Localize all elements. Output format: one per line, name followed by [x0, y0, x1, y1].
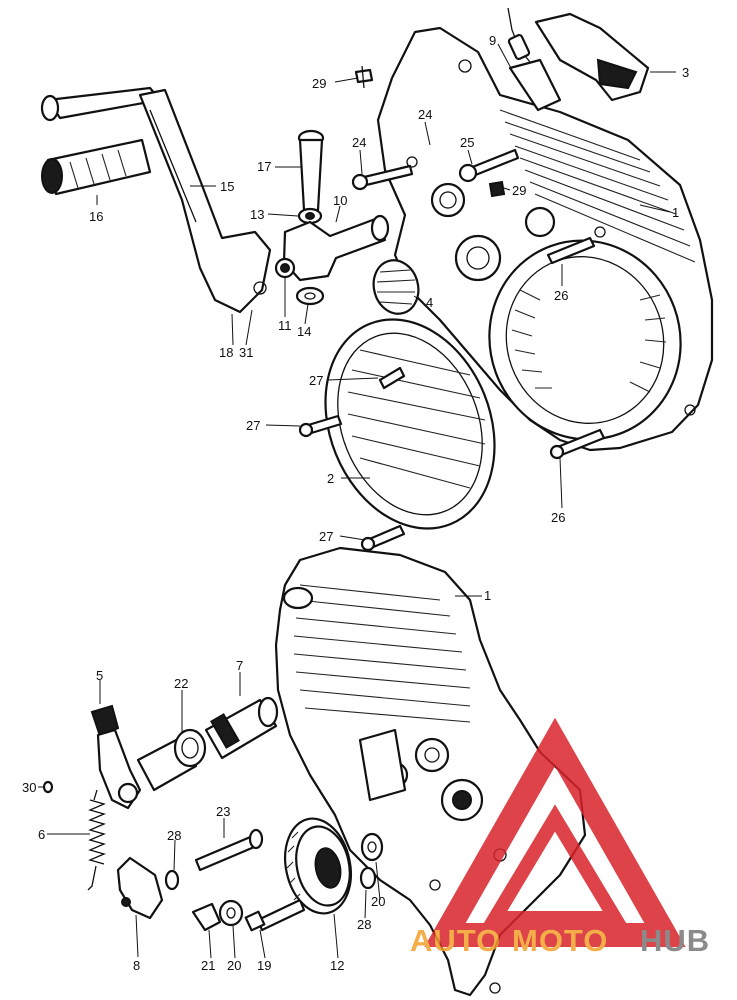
washer-28-left — [164, 869, 180, 891]
callout-3: 3 — [682, 65, 689, 80]
callout-26-top: 26 — [554, 288, 568, 303]
callout-13: 13 — [250, 207, 264, 222]
callout-10: 10 — [333, 193, 347, 208]
callout-14: 14 — [297, 324, 311, 339]
pivot-arm-10 — [282, 214, 390, 282]
stud-26-top — [546, 236, 596, 265]
bolt-24 — [351, 164, 414, 191]
callout-5: 5 — [96, 668, 103, 683]
callout-18: 18 — [219, 345, 233, 360]
watermark-hub: HUB — [640, 923, 710, 958]
callout-27-c: 27 — [319, 529, 333, 544]
callout-8: 8 — [133, 958, 140, 973]
screw-27-b — [298, 414, 343, 438]
screw-29-top — [354, 65, 374, 89]
kickstart-lever-15 — [40, 86, 272, 314]
callout-21: 21 — [201, 958, 215, 973]
callout-27-b: 27 — [246, 418, 260, 433]
callout-1-bottom: 1 — [484, 588, 491, 603]
cover-plate-3 — [534, 12, 650, 102]
callout-17: 17 — [257, 159, 271, 174]
callout-15: 15 — [220, 179, 234, 194]
filter-4 — [372, 259, 420, 315]
callout-28-left: 28 — [167, 828, 181, 843]
callout-12: 12 — [330, 958, 344, 973]
callout-31: 31 — [239, 345, 253, 360]
washer-20-right — [360, 832, 384, 862]
callout-23: 23 — [216, 804, 230, 819]
stopper-plate-8 — [116, 856, 164, 920]
crankcase-cover-left — [376, 26, 714, 452]
callout-26-bottom: 26 — [551, 510, 565, 525]
watermark-auto: AUTO — [410, 923, 501, 958]
callout-20-left: 20 — [227, 958, 241, 973]
nut-13 — [297, 207, 323, 225]
callout-29-mid: 29 — [512, 183, 526, 198]
callout-25: 25 — [460, 135, 474, 150]
washer-14 — [295, 286, 325, 306]
callout-27-a: 27 — [309, 373, 323, 388]
pin-30 — [42, 780, 54, 794]
callout-30: 30 — [22, 780, 36, 795]
spring-6 — [87, 789, 106, 891]
screw-29-mid — [488, 180, 506, 198]
pin-17 — [297, 129, 325, 212]
clip-21 — [191, 902, 222, 932]
washer-20-left — [218, 899, 244, 927]
screw-27-a — [378, 366, 406, 390]
callout-24-b: 24 — [352, 135, 366, 150]
outer-cover-2 — [324, 318, 496, 530]
callout-24-a: 24 — [418, 107, 432, 122]
callout-9: 9 — [489, 33, 496, 48]
automotohub-watermark: AUTO MOTO HUB — [410, 717, 710, 958]
callout-19: 19 — [257, 958, 271, 973]
callout-22: 22 — [174, 676, 188, 691]
shaft-7 — [204, 696, 279, 760]
washer-11 — [274, 257, 296, 279]
callout-16: 16 — [89, 209, 103, 224]
callout-4: 4 — [426, 295, 433, 310]
bolt-23 — [194, 828, 264, 872]
cable-adjuster-9 — [507, 7, 562, 112]
washer-28-right — [359, 866, 377, 890]
callout-28-right: 28 — [357, 917, 371, 932]
callout-11: 11 — [278, 318, 292, 333]
stud-26-bottom — [549, 428, 606, 460]
callout-6: 6 — [38, 827, 45, 842]
callout-2: 2 — [327, 471, 334, 486]
watermark-moto: MOTO — [512, 923, 608, 958]
shift-arm-5 — [90, 704, 142, 810]
leader-lines — [38, 43, 676, 959]
kickstart-rubber-16 — [41, 138, 152, 196]
callout-20-right: 20 — [371, 894, 385, 909]
watermark-triangle-logo — [424, 717, 686, 947]
callout-7: 7 — [236, 658, 243, 673]
callout-labels: 29 9 3 24 24 25 17 15 16 13 10 29 1 26 4… — [22, 33, 689, 973]
callout-29-top: 29 — [312, 76, 326, 91]
bolt-25 — [458, 148, 520, 183]
callout-1-top: 1 — [672, 205, 679, 220]
shift-drum-22 — [136, 728, 207, 792]
gear-12 — [284, 817, 352, 915]
screw-27-c — [360, 524, 406, 552]
bolt-19 — [244, 898, 306, 932]
